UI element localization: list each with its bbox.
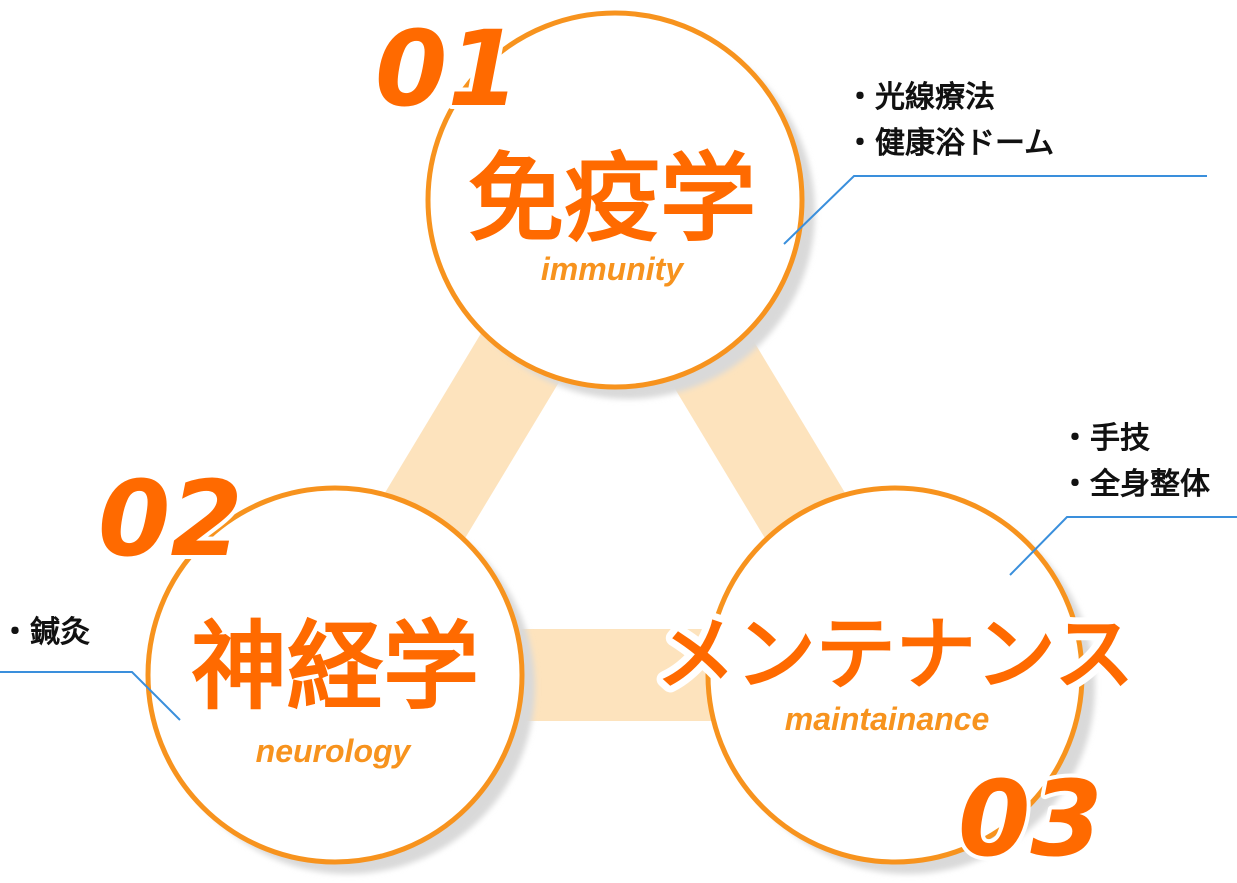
node-maintenance: メンテナンス maintainance 03	[649, 485, 1141, 883]
callout-maintenance: ・手技 ・全身整体	[1009, 421, 1237, 576]
bullet-item: ・全身整体	[1060, 467, 1211, 502]
bullet-item: ・手技	[1060, 421, 1150, 456]
node-subtitle: maintainance	[785, 701, 990, 737]
bullet-item: ・鍼灸	[0, 615, 90, 650]
node-subtitle: immunity	[541, 251, 685, 287]
callout-immunity: ・光線療法 ・健康浴ドーム	[783, 80, 1207, 245]
node-number: 03	[958, 758, 1103, 880]
leader-line	[783, 175, 1207, 245]
node-immunity: 01 免疫学 immunity	[371, 4, 815, 399]
node-title: 免疫学	[468, 143, 756, 255]
circle-immunity	[425, 10, 805, 390]
node-number: 02	[98, 458, 243, 580]
callout-neurology: ・鍼灸	[0, 615, 181, 721]
node-subtitle: neurology	[256, 733, 413, 769]
node-title: メンテナンス	[656, 608, 1134, 701]
node-number: 01	[375, 8, 520, 130]
leader-line	[0, 671, 181, 721]
circle-neurology	[145, 485, 525, 865]
node-neurology: 02 神経学 neurology	[94, 454, 535, 874]
circle-maintenance	[705, 485, 1085, 865]
leader-line	[1009, 516, 1237, 576]
bullet-item: ・健康浴ドーム	[845, 126, 1054, 161]
node-title: 神経学	[191, 611, 479, 723]
bullet-item: ・光線療法	[845, 80, 995, 115]
